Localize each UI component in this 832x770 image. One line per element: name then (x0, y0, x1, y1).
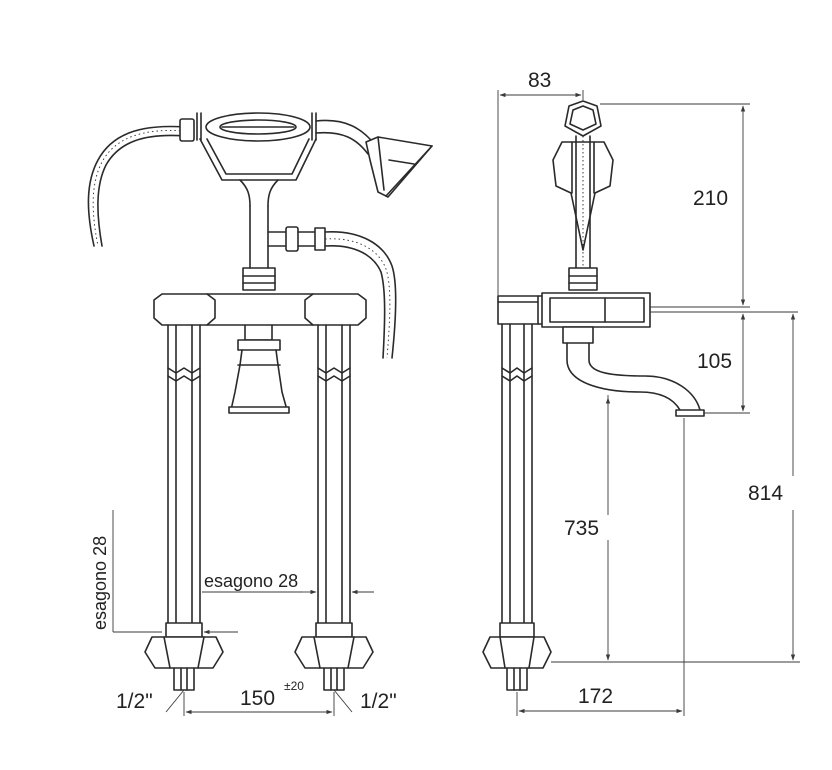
front-hose-left (87, 118, 195, 247)
label-spacing: 150 (240, 687, 275, 710)
label-pipe-left: 1/2" (116, 690, 153, 713)
label-spacing-tolerance: ±20 (284, 679, 304, 693)
label-handset-height: 210 (693, 187, 728, 210)
label-spout-drop: 105 (697, 350, 732, 373)
label-hex-horizontal: esagono 28 (204, 571, 298, 591)
label-top-width: 83 (528, 69, 551, 92)
side-handset (552, 100, 614, 291)
front-shower-head (315, 119, 433, 198)
label-pipe-right: 1/2" (360, 690, 397, 713)
front-dimensions (112, 510, 374, 716)
side-view (482, 90, 800, 716)
side-dimensions (497, 90, 800, 716)
labels: esagono 28 esagono 28 1/2" 1/2" 150 ±20 … (90, 69, 783, 713)
side-deck-body (497, 292, 651, 328)
front-column (242, 205, 326, 291)
front-hose-right (324, 231, 397, 359)
front-leg-right (294, 324, 374, 691)
front-spout (228, 324, 290, 414)
label-hex-vertical: esagono 28 (90, 536, 110, 630)
front-leg-left (144, 324, 224, 691)
front-handset (196, 112, 317, 207)
front-deck-body (153, 293, 367, 326)
label-spout-height: 735 (564, 517, 599, 540)
front-view (87, 112, 433, 716)
label-spout-reach: 172 (578, 685, 613, 708)
label-total-height: 814 (748, 482, 783, 505)
side-spout (562, 326, 705, 417)
side-leg (482, 323, 552, 691)
